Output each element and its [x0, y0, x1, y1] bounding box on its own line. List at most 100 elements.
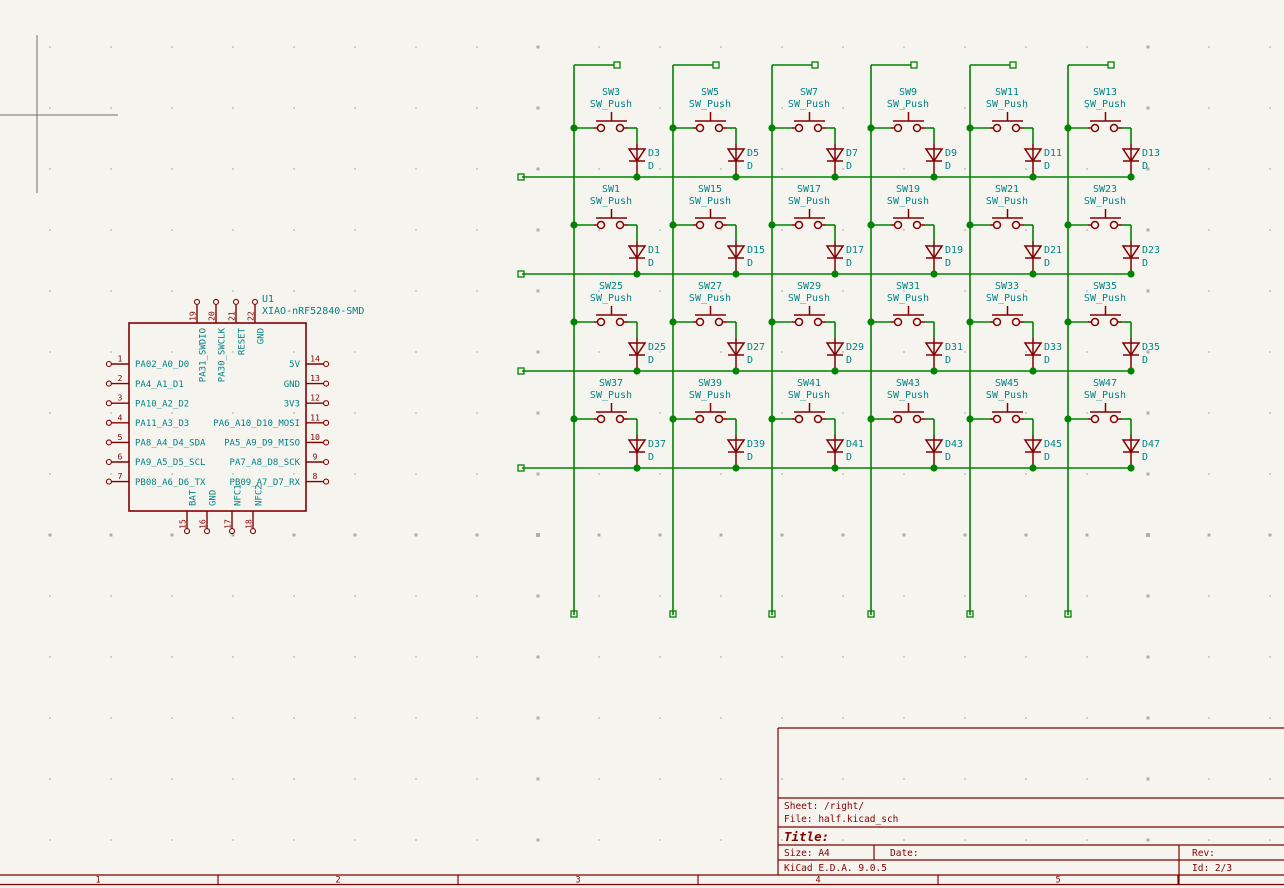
switch-diode-wire[interactable] [727, 127, 737, 144]
diode-reference[interactable]: D25 [648, 342, 666, 353]
junction-dot[interactable] [669, 415, 677, 423]
junction-dot[interactable] [570, 221, 578, 229]
diode-D3[interactable]: D3D [627, 144, 660, 181]
diode-value[interactable]: D [945, 355, 951, 366]
junction-dot[interactable] [831, 270, 839, 278]
column-wire-2[interactable] [669, 61, 720, 618]
diode-reference[interactable]: D43 [945, 439, 963, 450]
switch-reference[interactable]: SW25 [599, 281, 623, 292]
switch-value[interactable]: SW_Push [590, 196, 632, 207]
junction-dot[interactable] [633, 367, 641, 375]
junction-dot[interactable] [732, 270, 740, 278]
diode-reference[interactable]: D29 [846, 342, 864, 353]
switch-value[interactable]: SW_Push [887, 99, 929, 110]
diode-reference[interactable]: D27 [747, 342, 765, 353]
diode-value[interactable]: D [1044, 258, 1050, 269]
switch-value[interactable]: SW_Push [590, 293, 632, 304]
diode-reference[interactable]: D11 [1044, 148, 1062, 159]
diode-reference[interactable]: D13 [1142, 148, 1160, 159]
switch-diode-wire[interactable] [1024, 224, 1034, 241]
switch-diode-wire[interactable] [1024, 321, 1034, 338]
diode-reference[interactable]: D17 [846, 245, 864, 256]
switch-diode-wire[interactable] [925, 224, 935, 241]
switch-diode-wire[interactable] [727, 418, 737, 435]
junction-dot[interactable] [633, 173, 641, 181]
switch-value[interactable]: SW_Push [788, 99, 830, 110]
junction-dot[interactable] [633, 464, 641, 472]
junction-dot[interactable] [930, 464, 938, 472]
switch-value[interactable]: SW_Push [887, 196, 929, 207]
diode-value[interactable]: D [1142, 452, 1148, 463]
switch-reference[interactable]: SW39 [698, 378, 722, 389]
junction-dot[interactable] [930, 173, 938, 181]
ic-body[interactable] [128, 322, 307, 512]
switch-diode-wire[interactable] [628, 321, 638, 338]
ic-reference[interactable]: U1 [262, 294, 274, 305]
diode-reference[interactable]: D37 [648, 439, 666, 450]
column-wire-3[interactable] [768, 61, 819, 618]
switch-value[interactable]: SW_Push [986, 390, 1028, 401]
junction-dot[interactable] [1064, 318, 1072, 326]
diode-reference[interactable]: D21 [1044, 245, 1062, 256]
switch-value[interactable]: SW_Push [788, 196, 830, 207]
diode-value[interactable]: D [648, 258, 654, 269]
diode-reference[interactable]: D1 [648, 245, 660, 256]
switch-diode-wire[interactable] [826, 224, 836, 241]
junction-dot[interactable] [1064, 221, 1072, 229]
junction-dot[interactable] [867, 415, 875, 423]
diode-value[interactable]: D [1142, 355, 1148, 366]
junction-dot[interactable] [669, 318, 677, 326]
diode-reference[interactable]: D31 [945, 342, 963, 353]
junction-dot[interactable] [831, 464, 839, 472]
switch-reference[interactable]: SW9 [899, 87, 917, 98]
switch-diode-wire[interactable] [628, 127, 638, 144]
diode-reference[interactable]: D9 [945, 148, 957, 159]
diode-value[interactable]: D [747, 161, 753, 172]
diode-value[interactable]: D [648, 161, 654, 172]
diode-reference[interactable]: D47 [1142, 439, 1160, 450]
junction-dot[interactable] [1029, 173, 1037, 181]
diode-reference[interactable]: D15 [747, 245, 765, 256]
diode-value[interactable]: D [846, 452, 852, 463]
diode-value[interactable]: D [846, 161, 852, 172]
switch-value[interactable]: SW_Push [788, 293, 830, 304]
switch-reference[interactable]: SW19 [896, 184, 920, 195]
switch-reference[interactable]: SW1 [602, 184, 620, 195]
junction-dot[interactable] [633, 270, 641, 278]
diode-value[interactable]: D [648, 355, 654, 366]
switch-diode-wire[interactable] [727, 321, 737, 338]
switch-reference[interactable]: SW37 [599, 378, 623, 389]
column-wire-1[interactable] [570, 61, 621, 618]
switch-value[interactable]: SW_Push [788, 390, 830, 401]
switch-value[interactable]: SW_Push [590, 390, 632, 401]
diode-reference[interactable]: D35 [1142, 342, 1160, 353]
diode-value[interactable]: D [747, 258, 753, 269]
junction-dot[interactable] [732, 173, 740, 181]
junction-dot[interactable] [1127, 464, 1135, 472]
switch-value[interactable]: SW_Push [689, 196, 731, 207]
switch-reference[interactable]: SW33 [995, 281, 1019, 292]
diode-reference[interactable]: D39 [747, 439, 765, 450]
diode-reference[interactable]: D33 [1044, 342, 1062, 353]
switch-value[interactable]: SW_Push [887, 293, 929, 304]
junction-dot[interactable] [1127, 367, 1135, 375]
diode-value[interactable]: D [945, 258, 951, 269]
junction-dot[interactable] [570, 124, 578, 132]
switch-reference[interactable]: SW41 [797, 378, 821, 389]
